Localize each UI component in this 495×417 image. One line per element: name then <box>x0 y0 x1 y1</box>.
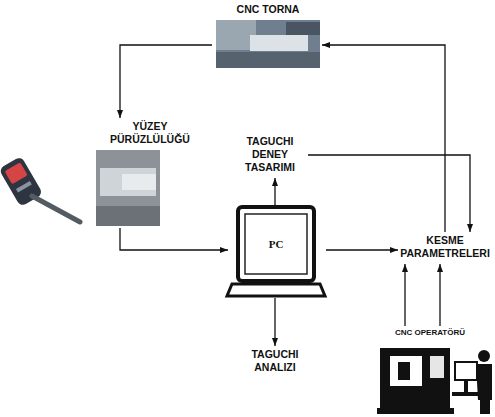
flow-arrow <box>439 264 440 326</box>
flow-arrow <box>120 228 228 250</box>
node-label: YÜZEY PÜRÜZLÜLÜĞÜ <box>110 120 190 146</box>
node-label: TAGUCHI ANALIZI <box>251 348 298 374</box>
computer-node: PC <box>228 205 326 298</box>
flow-arrow <box>404 264 405 326</box>
part-cylinder <box>100 168 156 196</box>
flow-arrow <box>308 155 470 232</box>
machine-node: CNC TORNA <box>212 2 322 70</box>
flow-arrow <box>326 249 398 250</box>
operator-monitor <box>455 362 477 380</box>
part-shadow <box>96 206 160 226</box>
operator-head <box>478 350 490 362</box>
operator-body <box>476 364 492 400</box>
node-label: PC <box>269 237 284 251</box>
laptop-screen <box>238 207 314 281</box>
analysis-node: TAGUCHI ANALIZI <box>238 346 312 378</box>
flow-arrow <box>120 45 212 118</box>
machine-spindle <box>398 362 410 380</box>
monitor-stand <box>464 380 468 392</box>
node-label: CNC TORNA <box>237 3 300 16</box>
parameter-node: KESME PARAMETRELERI <box>398 232 492 264</box>
flow-arrow <box>274 298 275 346</box>
part-photo <box>96 150 160 226</box>
machine-window <box>390 356 422 386</box>
operator-node: CNC OPERATÖRÜ <box>376 326 493 415</box>
lathe-photo <box>216 20 320 68</box>
design-node: TAGUCHI DENEY TASARIMI <box>232 134 308 178</box>
tester-screen <box>5 162 28 184</box>
node-label: KESME PARAMETRELERI <box>400 234 490 260</box>
measure-node: YÜZEY PÜRÜZLÜLÜĞÜ <box>2 118 200 228</box>
machine-base <box>377 408 454 414</box>
laptop-base <box>227 284 325 296</box>
cnc-machine-icon <box>380 348 450 408</box>
node-label: TAGUCHI DENEY TASARIMI <box>245 135 295 174</box>
tester-button <box>16 181 32 192</box>
node-label: CNC OPERATÖRÜ <box>395 328 465 338</box>
flow-arrow <box>274 178 275 205</box>
lathe-workpiece <box>250 35 308 51</box>
operator-legs <box>480 400 490 414</box>
lathe-tool <box>286 22 320 35</box>
laptop-display <box>245 214 307 274</box>
lathe-bed <box>216 52 320 68</box>
part-step <box>122 174 156 190</box>
machine-panel <box>430 356 444 378</box>
tester-probe <box>32 196 80 222</box>
flow-arrow <box>322 45 445 232</box>
